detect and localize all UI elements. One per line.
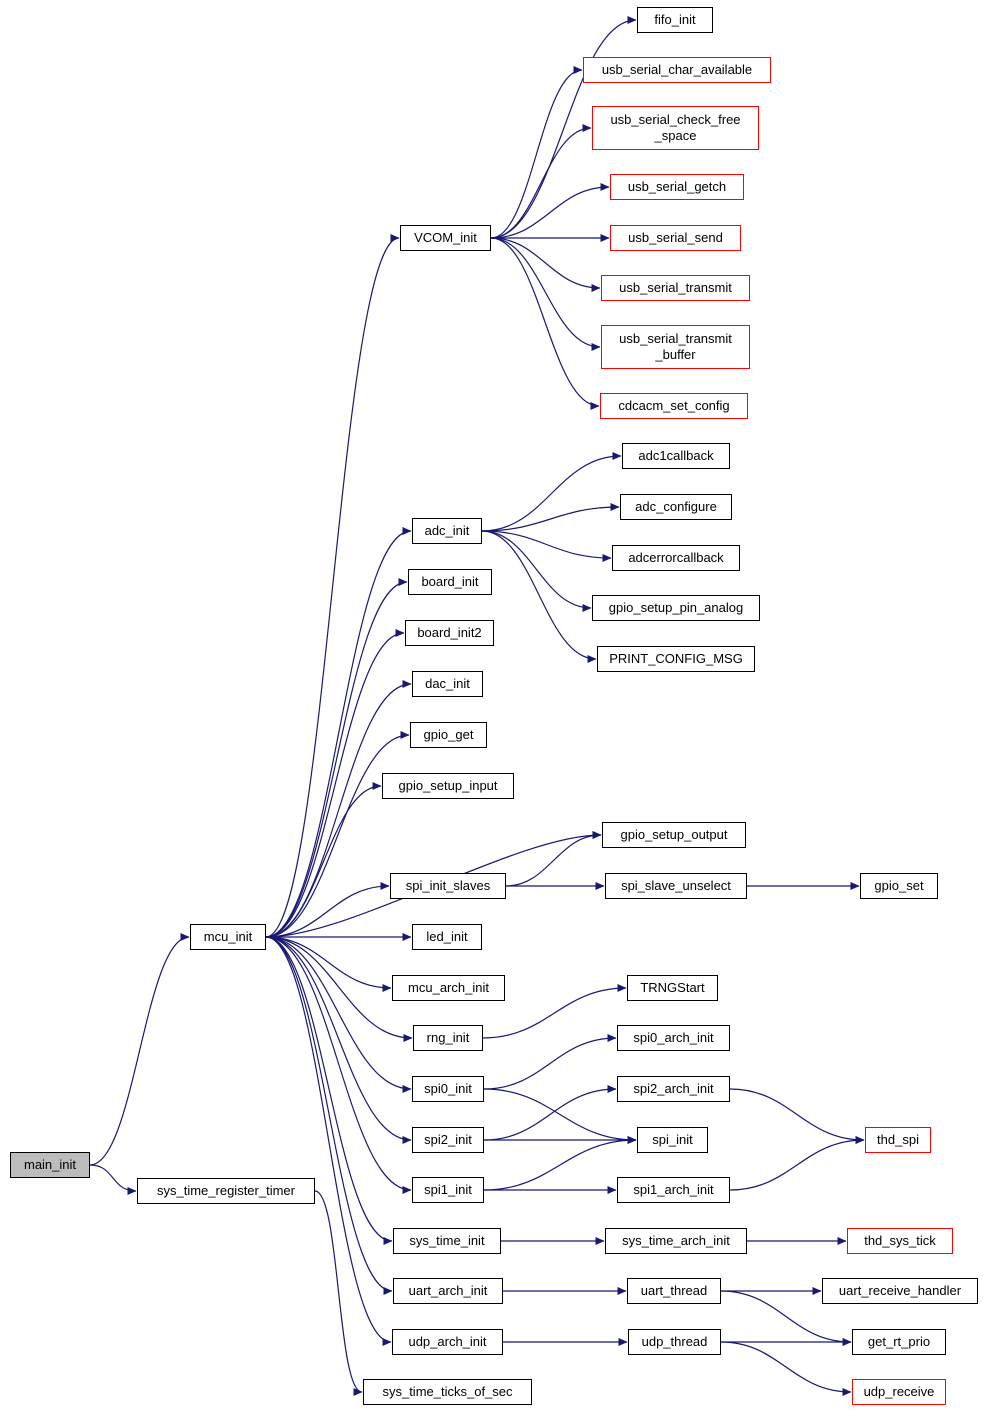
edge-adc_init--adcerrorcallback [481,530,612,563]
node-fifo_init[interactable]: fifo_init [637,7,713,33]
edge-sys_time_register_timer--sys_time_ticks_of_sec [314,1190,363,1397]
edge-mcu_init--gpio_get [265,730,410,938]
edge-VCOM_init--usb_serial_transmit_buffer [490,237,601,352]
edge-spi0_init--spi_init [483,1088,637,1145]
edge-mcu_init--sys_time_init [265,936,393,1246]
edge-mcu_init--adc_init [265,526,412,938]
edge-VCOM_init--cdcacm_set_config [490,237,600,411]
node-spi_init[interactable]: spi_init [637,1127,708,1153]
edge-main_init--sys_time_register_timer [89,1164,137,1196]
edge-rng_init--TRNGStart [482,983,627,1039]
node-uart_arch_init[interactable]: uart_arch_init [393,1278,503,1304]
edge-VCOM_init--usb_serial_getch [490,182,610,239]
node-get_rt_prio[interactable]: get_rt_prio [852,1329,946,1355]
edge-adc_init--adc_configure [481,502,620,532]
node-udp_thread[interactable]: udp_thread [628,1329,721,1355]
node-led_init[interactable]: led_init [412,924,482,950]
node-board_init[interactable]: board_init [408,569,492,595]
node-PRINT_CONFIG_MSG[interactable]: PRINT_CONFIG_MSG [597,646,755,672]
node-sys_time_ticks_of_sec[interactable]: sys_time_ticks_of_sec [363,1379,532,1405]
node-spi2_init[interactable]: spi2_init [412,1127,484,1153]
node-gpio_setup_input[interactable]: gpio_setup_input [382,773,514,799]
node-spi1_init[interactable]: spi1_init [412,1177,484,1203]
edge-spi2_init--spi2_arch_init [483,1084,617,1141]
edge-spi_init_slaves--gpio_setup_output [505,830,602,887]
edge-spi1_arch_init--thd_spi [729,1135,865,1191]
node-rng_init[interactable]: rng_init [413,1025,483,1051]
node-usb_serial_char_available[interactable]: usb_serial_char_available [583,57,771,83]
edge-mcu_init--dac_init [265,679,412,938]
edge-mcu_init--VCOM_init [265,234,400,938]
edge-mcu_init--board_init2 [265,628,405,938]
node-spi_slave_unselect[interactable]: spi_slave_unselect [605,873,747,899]
edge-spi2_arch_init--thd_spi [729,1088,865,1145]
node-adc1callback[interactable]: adc1callback [622,443,730,469]
edge-mcu_init--mcu_arch_init [265,936,392,993]
node-usb_serial_transmit_buffer[interactable]: usb_serial_transmit _buffer [601,325,750,369]
node-TRNGStart[interactable]: TRNGStart [627,975,718,1001]
node-gpio_setup_output[interactable]: gpio_setup_output [602,822,746,848]
edge-VCOM_init--usb_serial_check_free_space [490,123,592,239]
edge-VCOM_init--usb_serial_transmit [490,237,601,293]
node-usb_serial_transmit[interactable]: usb_serial_transmit [601,275,750,301]
node-sys_time_arch_init[interactable]: sys_time_arch_init [605,1228,747,1254]
node-spi_init_slaves[interactable]: spi_init_slaves [390,873,506,899]
edge-mcu_init--uart_arch_init [265,936,393,1296]
node-spi2_arch_init[interactable]: spi2_arch_init [617,1076,730,1102]
node-mcu_init[interactable]: mcu_init [190,924,266,950]
node-uart_thread[interactable]: uart_thread [627,1278,721,1304]
node-thd_spi[interactable]: thd_spi [865,1127,931,1153]
edge-mcu_init--spi_init_slaves [265,881,390,938]
edge-mcu_init--spi1_init [265,936,412,1195]
node-usb_serial_getch[interactable]: usb_serial_getch [610,174,744,200]
edge-main_init--mcu_init [89,932,190,1166]
node-udp_arch_init[interactable]: udp_arch_init [392,1329,503,1355]
node-VCOM_init[interactable]: VCOM_init [400,225,491,251]
edge-mcu_init--board_init [265,577,408,938]
edge-mcu_init--udp_arch_init [265,936,392,1347]
node-adcerrorcallback[interactable]: adcerrorcallback [612,545,740,571]
node-sys_time_register_timer[interactable]: sys_time_register_timer [137,1178,315,1204]
edge-adc_init--adc1callback [481,451,622,532]
node-usb_serial_check_free_space[interactable]: usb_serial_check_free _space [592,106,759,150]
node-udp_receive[interactable]: udp_receive [852,1379,946,1405]
edge-spi1_init--spi_init [483,1135,637,1191]
edge-VCOM_init--usb_serial_char_available [490,65,583,239]
node-usb_serial_send[interactable]: usb_serial_send [610,225,741,251]
node-spi0_arch_init[interactable]: spi0_arch_init [617,1025,730,1051]
node-thd_sys_tick[interactable]: thd_sys_tick [847,1228,953,1254]
node-adc_init[interactable]: adc_init [412,518,482,544]
node-sys_time_init[interactable]: sys_time_init [393,1228,501,1254]
node-gpio_get[interactable]: gpio_get [410,722,487,748]
node-spi0_init[interactable]: spi0_init [412,1076,484,1102]
node-uart_receive_handler[interactable]: uart_receive_handler [822,1278,978,1304]
edge-spi0_init--spi0_arch_init [483,1033,617,1090]
node-cdcacm_set_config[interactable]: cdcacm_set_config [600,393,748,419]
edge-adc_init--PRINT_CONFIG_MSG [481,530,597,664]
node-main_init: main_init [10,1152,90,1178]
edge-mcu_init--spi2_init [265,936,412,1145]
node-mcu_arch_init[interactable]: mcu_arch_init [392,975,505,1001]
node-adc_configure[interactable]: adc_configure [620,494,732,520]
node-gpio_setup_pin_analog[interactable]: gpio_setup_pin_analog [592,595,760,621]
node-spi1_arch_init[interactable]: spi1_arch_init [617,1177,730,1203]
edge-uart_thread--get_rt_prio [720,1290,852,1347]
edge-mcu_init--gpio_setup_input [265,781,382,938]
edge-mcu_init--rng_init [265,936,413,1043]
edge-adc_init--gpio_setup_pin_analog [481,530,592,613]
node-board_init2[interactable]: board_init2 [405,620,494,646]
edge-udp_thread--udp_receive [720,1341,852,1397]
node-dac_init[interactable]: dac_init [412,671,483,697]
node-gpio_set[interactable]: gpio_set [860,873,938,899]
edge-mcu_init--spi0_init [265,936,412,1094]
